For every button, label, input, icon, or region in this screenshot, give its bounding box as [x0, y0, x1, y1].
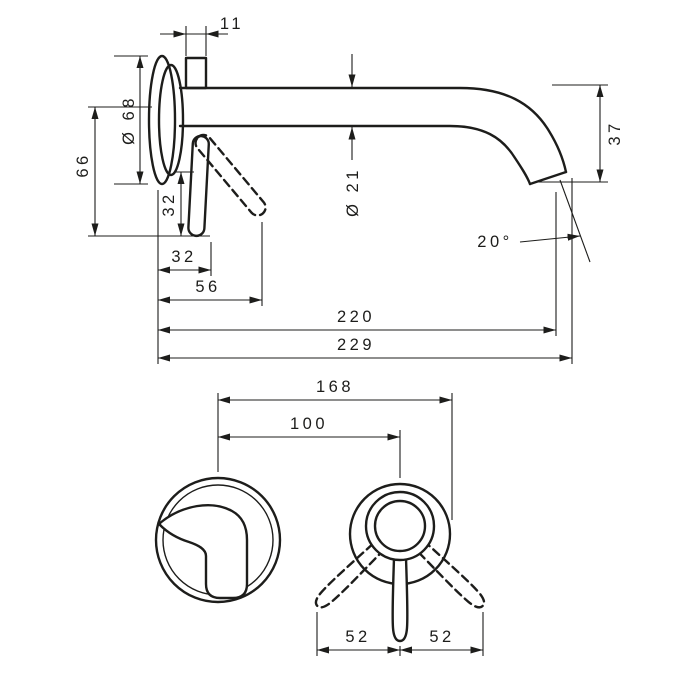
dim-label-handle-swing-left: 52	[345, 628, 370, 646]
dim-label-spout-diameter: Ø 21	[344, 167, 362, 217]
spout-front	[158, 504, 249, 600]
dim-label-total-projection: 229	[337, 336, 375, 354]
dim-handle-swing: 52 52	[316, 612, 484, 656]
dim-label-centre-distance: 100	[290, 415, 328, 433]
handle-stem-swung-right-dashed	[314, 542, 383, 609]
spout-side	[178, 86, 568, 186]
escutcheon-outline	[147, 54, 177, 186]
handle-escutcheon-front	[314, 482, 486, 643]
dim-label-spout-reach: 220	[337, 308, 375, 326]
front-view: 168 100 52 52	[154, 378, 486, 656]
dim-label-handle-projection: 32	[171, 248, 196, 266]
dim-label-overall-width: 168	[316, 378, 354, 396]
dim-handle-length: 32	[160, 171, 194, 236]
dim-plate-diameter: Ø 68	[114, 55, 148, 185]
dim-outlet-angle: 20°	[477, 179, 591, 263]
handle-stem-swung-left-dashed	[417, 542, 486, 609]
dim-label-plate-diameter: Ø 68	[120, 95, 138, 145]
dim-total-projection: 229	[158, 178, 573, 364]
dim-spout-diameter: Ø 21	[344, 54, 362, 217]
dim-label-axis-to-handle-end: 66	[74, 152, 92, 177]
handle-side	[187, 133, 267, 238]
dim-axis-to-handle-end: 66	[74, 106, 210, 237]
handle-loop-inner	[373, 499, 427, 553]
dim-open-handle-projection: 56	[158, 222, 263, 306]
dim-label-outlet-angle: 20°	[477, 233, 512, 251]
dim-handle-projection: 32	[157, 190, 212, 364]
spout-plate-outer	[154, 476, 282, 604]
spout-escutcheon-front	[154, 476, 282, 604]
dim-label-open-handle-projection: 56	[195, 278, 220, 296]
dim-label-handle-length: 32	[160, 191, 178, 216]
handle-open-position-dashed	[194, 133, 267, 217]
spout-top-edge	[178, 86, 568, 174]
dim-overall-width: 168	[217, 378, 453, 520]
spout-base-cap	[184, 56, 208, 90]
escutcheon-face	[157, 63, 185, 177]
dim-outlet-drop: 37	[534, 84, 624, 183]
handle-stem-center	[391, 556, 409, 643]
dim-centre-distance: 100	[218, 415, 401, 478]
dim-label-outlet-drop: 37	[606, 120, 624, 145]
spout-bottom-edge	[178, 124, 532, 186]
side-view-dimensions: 11 Ø 68 66 32	[74, 15, 624, 364]
dim-spout-reach: 220	[158, 192, 557, 336]
side-view: 11 Ø 68 66 32	[74, 15, 624, 364]
dim-label-top-offset: 11	[220, 15, 244, 33]
dim-top-offset: 11	[160, 15, 244, 56]
front-view-dimensions: 168 100 52 52	[217, 378, 484, 656]
dim-label-handle-swing-right: 52	[429, 628, 454, 646]
